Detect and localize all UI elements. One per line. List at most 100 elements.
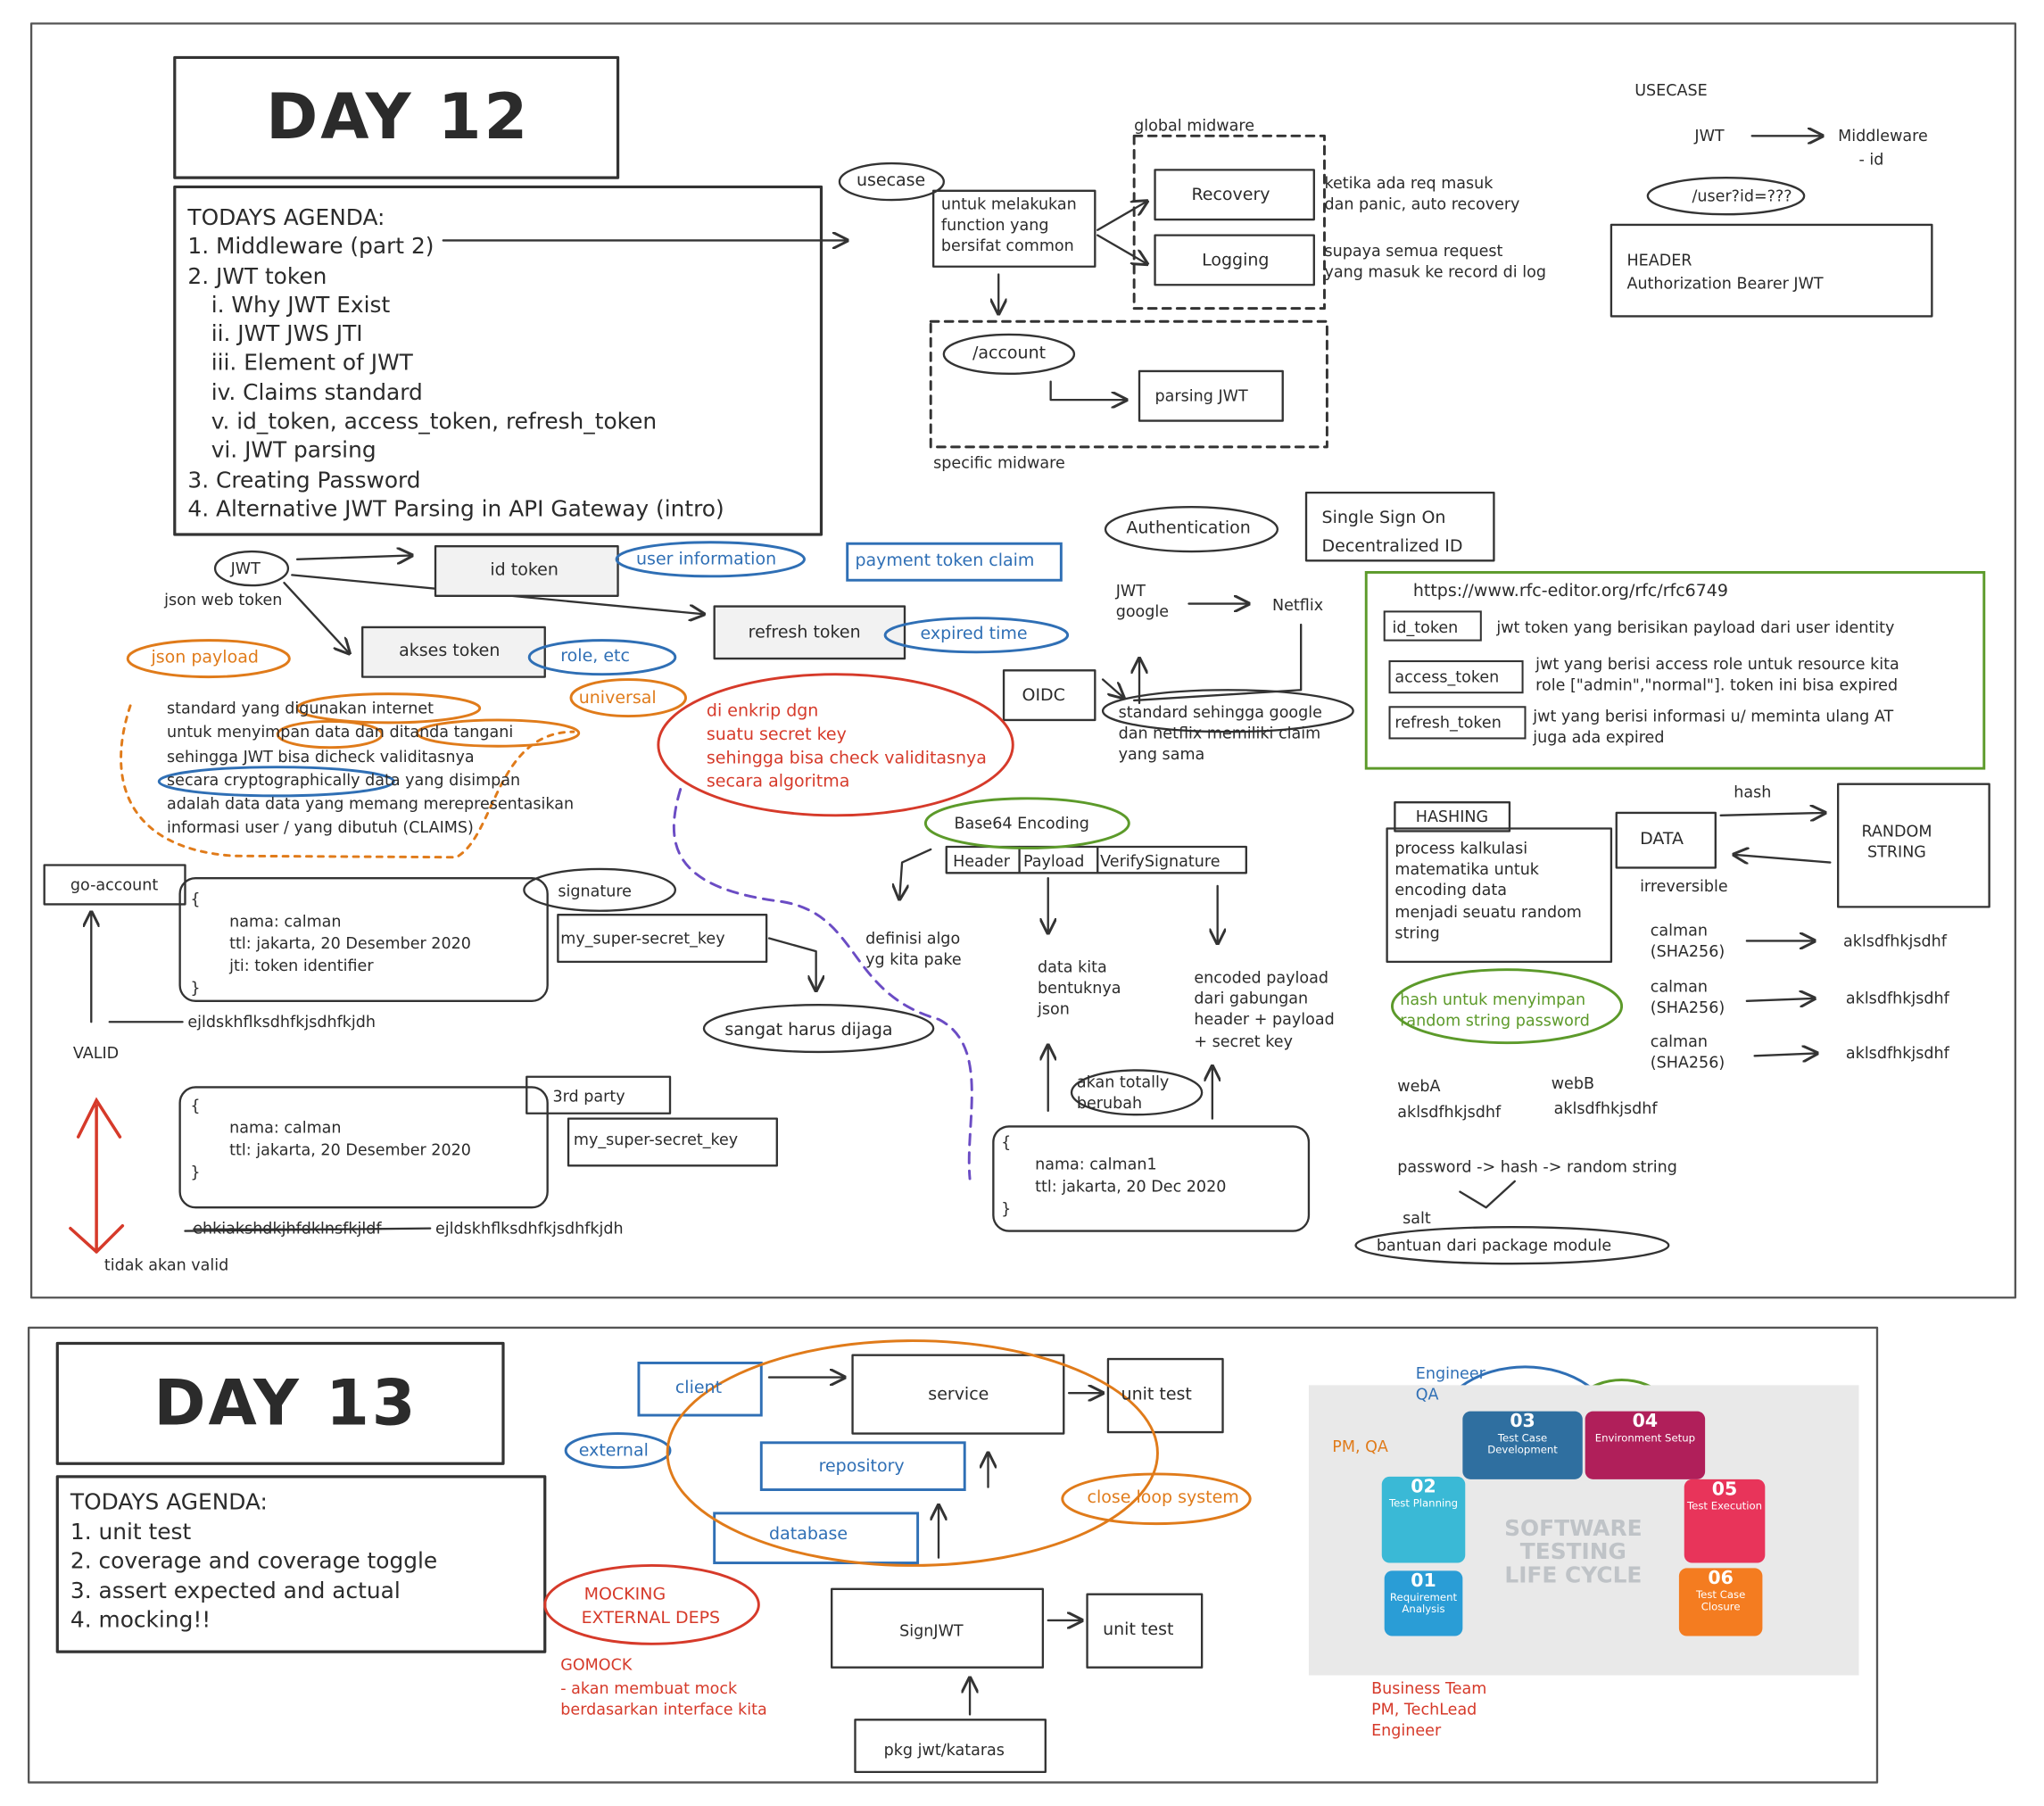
day12-frame [29, 22, 2017, 1299]
encrypt-line: suatu secret key [706, 725, 847, 745]
rfc-desc-line: juga ada expired [1533, 728, 1665, 747]
hash-label: hash [1734, 783, 1772, 801]
hashing-desc-line: matematika untuk [1394, 859, 1539, 879]
package-label: bantuan dari package module [1376, 1236, 1612, 1255]
rfc-url: https://www.rfc-editor.org/rfc/rfc6749 [1412, 581, 1728, 601]
random-line: RANDOM [1861, 822, 1932, 841]
unit-test-node-2: unit test [1103, 1620, 1174, 1640]
authentication-node: Authentication [1126, 518, 1251, 539]
usecase-middleware: Middleware [1838, 127, 1928, 145]
verify-desc-line: + secret key [1194, 1031, 1293, 1050]
stlc-phase-label: Test Planning [1388, 1497, 1459, 1510]
header-desc: definisi algo yg kita pake [865, 928, 962, 970]
repository-node: repository [818, 1456, 905, 1477]
jwt-desc-line: secara cryptographically data yang disim… [167, 770, 521, 790]
payload-desc-line: bentuknya [1038, 979, 1121, 998]
gomock-desc-line: - akan membuat mock [560, 1678, 738, 1698]
verify-desc-line: encoded payload [1194, 968, 1328, 987]
hash-row-input: calman (SHA256) [1651, 976, 1725, 1018]
hash-row-output: aklsdfhkjsdhf [1845, 1044, 1949, 1063]
stlc-phase-label: Test Case Development [1487, 1432, 1558, 1456]
hash-row-output: aklsdfhkjsdhf [1842, 932, 1947, 950]
agenda-item: i. Why JWT Exist [211, 292, 391, 319]
sso-box: Single Sign On Decentralized ID [1322, 504, 1463, 561]
json-payload-label: json payload [151, 648, 259, 668]
third-party-node: 3rd party [552, 1087, 625, 1106]
global-midware-label: global midware [1134, 116, 1254, 135]
encrypt-note: di enkrip dgn suatu secret key sehingga … [707, 700, 987, 794]
usecase-panel-title: USECASE [1634, 80, 1708, 100]
hashing-desc-line: string [1394, 924, 1440, 942]
user-information-label: user information [636, 550, 777, 570]
stlc-title-line: LIFE CYCLE [1504, 1562, 1643, 1589]
agenda-item: 2. coverage and coverage toggle [70, 1548, 438, 1575]
universal-label: universal [578, 688, 657, 708]
payload-line: nama: calman [229, 912, 342, 931]
secret-key-2: my_super-secret_key [573, 1130, 739, 1149]
random-line: STRING [1867, 842, 1926, 862]
tidak-valid-label: tidak akan valid [103, 1255, 229, 1274]
valid-label: VALID [72, 1044, 120, 1063]
hash-note: hash untuk menyimpan random string passw… [1400, 990, 1590, 1031]
usecase-middleware-sub: - id [1858, 150, 1884, 169]
agenda-item: ii. JWT JWS JTI [211, 321, 363, 348]
webB-value: aklsdfhkjsdhf [1553, 1098, 1658, 1118]
stlc-title-line: SOFTWARE [1504, 1515, 1643, 1543]
mocking-line: MOCKING [583, 1585, 666, 1605]
logging-desc-line: yang masuk ke record di log [1324, 262, 1547, 282]
stlc-phase-label: Requirement Analysis [1389, 1591, 1458, 1616]
gomock-label: GOMOCK [560, 1655, 633, 1675]
payment-claim-label: payment token claim [855, 551, 1035, 571]
hashing-desc-line: encoding data [1394, 881, 1507, 900]
base64-header: Header [953, 851, 1010, 871]
payload-desc-line: data kita [1038, 957, 1107, 976]
hash-input-line: calman [1650, 1031, 1708, 1051]
jwt-desc-line: standard yang digunakan internet [167, 699, 434, 718]
jwt-desc-line: sehingga JWT bisa dicheck validitasnya [167, 747, 475, 766]
hash-input-line: (SHA256) [1650, 1053, 1725, 1073]
password-flow: password -> hash -> random string [1397, 1157, 1677, 1177]
agenda-heading: TODAYS AGENDA: [70, 1489, 268, 1516]
day13-frame [27, 1326, 1879, 1784]
verify-desc-line: dari gabungan [1194, 989, 1309, 1008]
agenda-item: 1. unit test [70, 1519, 192, 1545]
payload-line: { [1001, 1132, 1012, 1152]
stlc-phase-num: 04 [1632, 1411, 1659, 1433]
agenda-item: vi. JWT parsing [211, 438, 377, 465]
agenda-item: 2. JWT token [187, 263, 327, 290]
payload-desc: data kita bentuknya json [1038, 957, 1121, 1020]
hash-input-line: (SHA256) [1650, 998, 1725, 1017]
usecase-desc: untuk melakukan function yang bersifat c… [941, 194, 1077, 257]
encrypt-line: sehingga bisa check validitasnya [706, 749, 987, 769]
sso-line: Decentralized ID [1321, 536, 1463, 557]
hash-row-output: aklsdfhkjsdhf [1845, 989, 1949, 1008]
header-desc-line: definisi algo [865, 929, 961, 948]
payload-box-2: { nama: calman ttl: jakarta, 20 Desember… [190, 1095, 471, 1184]
jwt-subtitle: json web token [164, 590, 283, 609]
account-node: /account [972, 344, 1047, 364]
day13-agenda: TODAYS AGENDA: 1. unit test 2. coverage … [70, 1488, 437, 1636]
oidc-node: OIDC [1022, 685, 1065, 706]
sangat-harus-dijaga: sangat harus dijaga [724, 1020, 893, 1040]
service-node: service [928, 1385, 989, 1405]
token-1: ejldskhflksdhfkjsdhfkjdh [187, 1012, 377, 1031]
netflix-label: Netflix [1272, 595, 1324, 615]
logging-desc-line: supaya semua request [1324, 241, 1503, 261]
salt-label: salt [1403, 1208, 1431, 1228]
payload-line: } [190, 978, 201, 998]
header-desc-line: yg kita pake [865, 949, 962, 969]
refresh-token-node: refresh token [748, 623, 861, 643]
mocking-line: EXTERNAL DEPS [581, 1608, 721, 1628]
token-2: ejldskhflksdhfkjsdhfkjdh [435, 1219, 624, 1238]
rfc-desc-refresh-token: jwt yang berisi informasi u/ meminta ula… [1533, 706, 1893, 748]
irreversible-label: irreversible [1640, 876, 1728, 896]
secret-key-1: my_super-secret_key [560, 929, 725, 948]
gomock-desc: - akan membuat mock berdasarkan interfac… [560, 1678, 766, 1719]
data-node: DATA [1640, 829, 1684, 849]
akan-berubah: akan totally berubah [1077, 1072, 1169, 1114]
hashing-desc: process kalkulasi matematika untuk encod… [1394, 838, 1582, 944]
encrypt-line: di enkrip dgn [706, 701, 819, 722]
logging-node: Logging [1202, 251, 1270, 271]
stlc-title-line: TESTING [1519, 1538, 1626, 1566]
